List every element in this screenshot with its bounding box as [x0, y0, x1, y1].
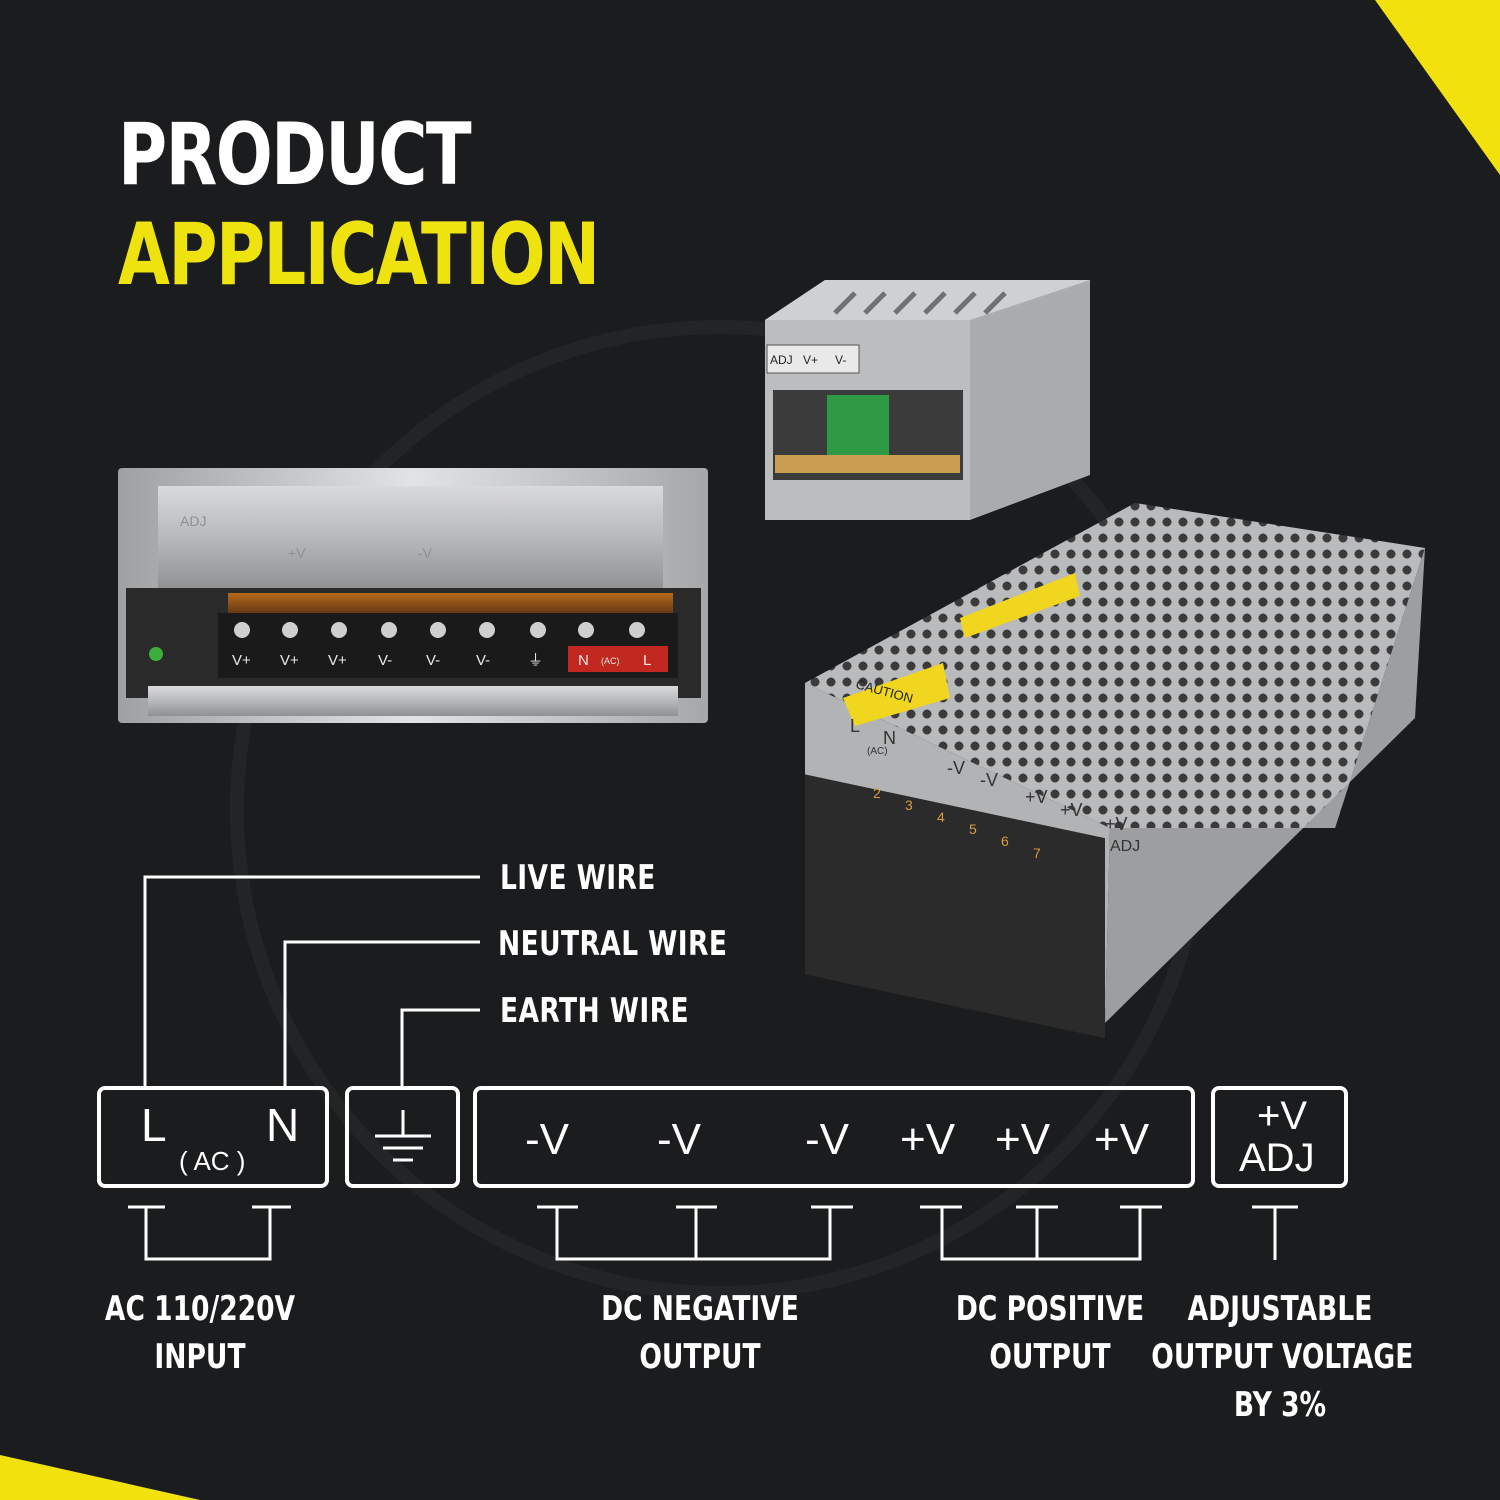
- large-psu-label: +V: [1060, 800, 1083, 820]
- large-psu-number: 3: [905, 797, 913, 813]
- wide-psu-label: ⏚: [528, 652, 543, 669]
- large-psu-label: (AC): [867, 746, 888, 757]
- corner-accent-top-right: [1375, 0, 1500, 175]
- dc-terminal-label: -V: [657, 1115, 701, 1164]
- wide-psu-ac-label: (AC): [601, 656, 620, 666]
- caption-line: OUTPUT VOLTAGE: [1151, 1337, 1414, 1377]
- dc-terminal-label: -V: [805, 1115, 849, 1164]
- wide-psu-label: L: [643, 652, 651, 669]
- adj-terminal-box: +V ADJ: [1211, 1086, 1348, 1188]
- live-wire-line: [143, 875, 480, 1086]
- large-psu-label: -V: [947, 758, 965, 778]
- ac-terminal-box: L ( AC ) N: [97, 1086, 329, 1188]
- ground-icon: [375, 1110, 431, 1162]
- dc-terminal-box: -V -V -V +V +V +V: [473, 1086, 1195, 1188]
- large-psu-number: 2: [873, 785, 881, 801]
- large-psu-label: -V: [980, 770, 998, 790]
- large-psu-photo: CAUTION L N (AC) -V -V +V +V +V ADJ 2 3 …: [805, 503, 1425, 1038]
- dc-positive-caption: DC POSITIVE OUTPUT: [933, 1285, 1167, 1381]
- wide-psu-label: V+: [328, 652, 347, 669]
- adjustable-caption: ADJUSTABLE OUTPUT VOLTAGE BY 3%: [1151, 1285, 1414, 1429]
- large-psu-number: 4: [937, 809, 945, 825]
- large-psu-label: +V: [1025, 787, 1048, 807]
- adj-line-1: +V: [1257, 1094, 1308, 1138]
- earth-terminal-box: [345, 1086, 460, 1188]
- heading-line-1: PRODUCT: [118, 105, 472, 205]
- dc-terminal-label: -V: [525, 1115, 569, 1164]
- dc-negative-caption: DC NEGATIVE OUTPUT: [583, 1285, 817, 1381]
- ac-l-label: L: [141, 1099, 167, 1151]
- wide-psu-label: V+: [232, 652, 251, 669]
- caption-line: DC NEGATIVE: [601, 1289, 799, 1329]
- corner-accent-bottom-left: [0, 1455, 200, 1500]
- caption-line: OUTPUT: [989, 1337, 1111, 1377]
- adj-line-2: ADJ: [1239, 1136, 1315, 1180]
- wide-psu-label: V-: [426, 652, 440, 669]
- wide-psu-label: V-: [476, 652, 490, 669]
- ac-input-caption: AC 110/220V INPUT: [83, 1285, 317, 1381]
- wide-psu-label: N: [578, 652, 589, 669]
- caption-line: BY 3%: [1233, 1385, 1327, 1425]
- wide-psu-lid-label: +V: [288, 545, 306, 561]
- large-psu-number: 7: [1033, 845, 1041, 861]
- wide-psu-lid-label: -V: [418, 545, 433, 561]
- dc-terminal-label: +V: [1094, 1115, 1150, 1164]
- ac-n-label: N: [266, 1099, 300, 1151]
- heading-line-2: APPLICATION: [118, 205, 600, 305]
- live-wire-label: LIVE WIRE: [500, 858, 656, 898]
- caption-line: OUTPUT: [639, 1337, 761, 1377]
- caption-line: AC 110/220V: [104, 1289, 296, 1329]
- neutral-wire-label: NEUTRAL WIRE: [498, 924, 728, 964]
- earth-wire-line: [400, 1008, 480, 1086]
- large-psu-label: N: [883, 728, 896, 748]
- small-psu-label: V+: [803, 353, 818, 367]
- caption-line: INPUT: [154, 1337, 246, 1377]
- earth-wire-label: EARTH WIRE: [500, 991, 689, 1031]
- caption-line: ADJUSTABLE: [1187, 1289, 1373, 1329]
- large-psu-label: ADJ: [1110, 838, 1140, 855]
- wide-psu-label: V-: [378, 652, 392, 669]
- ac-label: ( AC ): [179, 1146, 246, 1176]
- wide-psu-lid-label: ADJ: [180, 513, 206, 529]
- large-psu-number: 5: [969, 821, 977, 837]
- dc-terminal-label: +V: [900, 1115, 956, 1164]
- small-psu-label: V-: [835, 353, 846, 367]
- large-psu-label: +V: [1105, 814, 1128, 834]
- small-psu-label: ADJ: [770, 353, 793, 367]
- dc-terminal-label: +V: [995, 1115, 1051, 1164]
- caption-line: DC POSITIVE: [955, 1289, 1145, 1329]
- neutral-wire-line: [283, 940, 480, 1086]
- wide-psu-label: V+: [280, 652, 299, 669]
- large-psu-label: L: [850, 716, 860, 736]
- wide-psu-photo: V+ V+ V+ V- V- V- ⏚ N (AC) L ADJ +V -V: [118, 468, 708, 723]
- small-psu-photo: ADJ V+ V-: [765, 280, 1090, 520]
- wide-psu-terminals: [568, 646, 668, 672]
- large-psu-number: 6: [1001, 833, 1009, 849]
